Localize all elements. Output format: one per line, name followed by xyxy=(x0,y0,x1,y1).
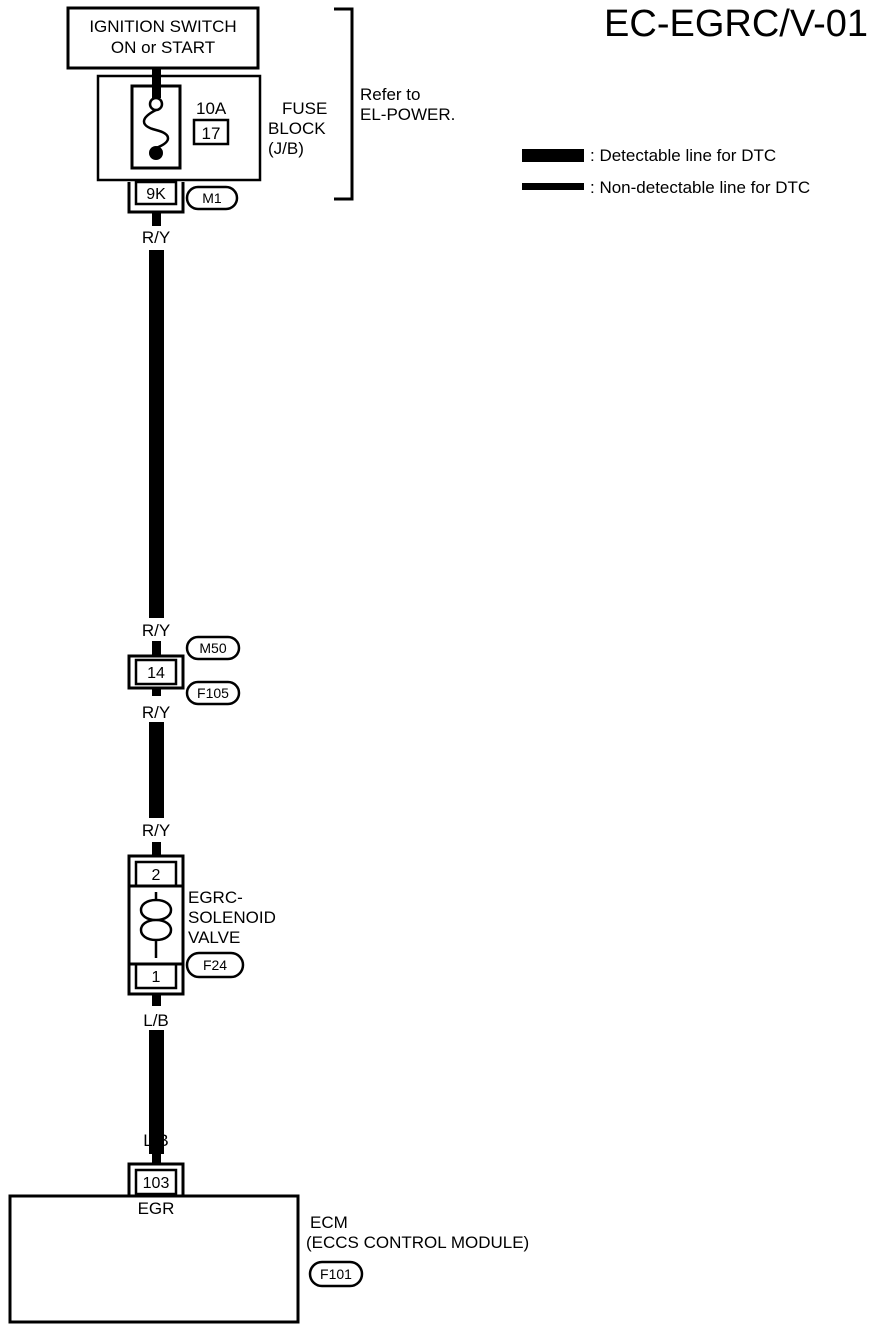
fuse-rating: 10A xyxy=(196,99,227,118)
wire-stub-joint-bottom xyxy=(152,688,161,696)
connector-f101: F101 xyxy=(320,1266,352,1282)
connector-m50-badge xyxy=(185,635,241,661)
valve-label-2: SOLENOID xyxy=(188,908,276,927)
fuse-block-label-3: (J/B) xyxy=(268,139,304,158)
connector-f105-badge xyxy=(185,680,241,706)
wire-stub-9k xyxy=(152,212,161,226)
wire-label-1: R/Y xyxy=(142,228,170,247)
valve-label-3: VALVE xyxy=(188,928,240,947)
fuse-number: 17 xyxy=(202,124,221,143)
connector-9k-terminal-box xyxy=(134,180,178,206)
terminal-1: 1 xyxy=(152,969,161,986)
terminal-2: 2 xyxy=(152,867,161,884)
wire-label-2: R/Y xyxy=(142,621,170,640)
wire-label-3: R/Y xyxy=(142,703,170,722)
fuse-block-label-2: BLOCK xyxy=(268,119,326,138)
connector-valve-top-shell xyxy=(127,854,185,886)
legend-non-detectable-line xyxy=(522,183,584,190)
fuse-housing xyxy=(130,84,182,170)
connector-m1: M1 xyxy=(202,190,222,206)
wire-detectable-2 xyxy=(149,722,164,818)
legend-detectable-text: : Detectable line for DTC xyxy=(590,146,776,165)
refer-note-1: Refer to xyxy=(360,85,420,104)
ecm-label: ECM xyxy=(310,1213,348,1232)
ecm-full-name: (ECCS CONTROL MODULE) xyxy=(306,1233,529,1252)
connector-valve-bottom-terminal-box xyxy=(134,962,178,990)
terminal-9k: 9K xyxy=(146,186,166,203)
fuse-terminal-top xyxy=(148,96,164,112)
connector-ecm-terminal-box xyxy=(134,1168,178,1196)
connector-joint-terminal-box xyxy=(134,658,178,686)
legend-detectable-line xyxy=(522,149,584,162)
ignition-switch-box xyxy=(66,6,260,70)
wire-stub-ecm xyxy=(152,1152,161,1164)
connector-f101-badge xyxy=(308,1260,364,1288)
ecm-pin-name: EGR xyxy=(138,1199,175,1218)
refer-note-2: EL-POWER. xyxy=(360,105,455,124)
wire-label-5: L/B xyxy=(143,1011,169,1030)
legend-non-detectable-text: : Non-detectable line for DTC xyxy=(590,178,810,197)
connector-m1-badge xyxy=(185,185,239,211)
fuse-icon xyxy=(142,108,170,150)
connector-f105: F105 xyxy=(197,685,229,701)
solenoid-coil-icon xyxy=(139,892,173,958)
wire-detectable-3 xyxy=(149,1030,164,1154)
wire-stub-valve-bottom xyxy=(152,994,161,1006)
fuse-block-label-1: FUSE xyxy=(282,99,327,118)
ignition-switch-label: IGNITION SWITCH xyxy=(89,17,236,36)
wire-stub-joint-top xyxy=(152,641,161,655)
fuse-terminal-bottom xyxy=(149,146,163,160)
connector-f24-badge xyxy=(185,951,245,979)
terminal-103: 103 xyxy=(143,1175,170,1192)
ignition-switch-state: ON or START xyxy=(111,38,215,57)
connector-m50: M50 xyxy=(199,640,226,656)
wire-label-6: L/B xyxy=(143,1131,169,1150)
wire-ignition-to-fuse xyxy=(152,68,161,98)
refer-bracket xyxy=(334,7,354,201)
fuse-block-box xyxy=(96,74,262,182)
connector-ecm-shell xyxy=(127,1162,185,1196)
wire-label-4: R/Y xyxy=(142,821,170,840)
terminal-14: 14 xyxy=(147,665,165,682)
connector-f24: F24 xyxy=(203,957,227,973)
ecm-box xyxy=(8,1194,300,1324)
page-code: EC-EGRC/V-01 xyxy=(604,3,868,45)
wire-detectable-1 xyxy=(149,250,164,618)
fuse-number-box xyxy=(192,118,230,146)
wire-stub-valve-top xyxy=(152,842,161,856)
valve-label-1: EGRC- xyxy=(188,888,243,907)
